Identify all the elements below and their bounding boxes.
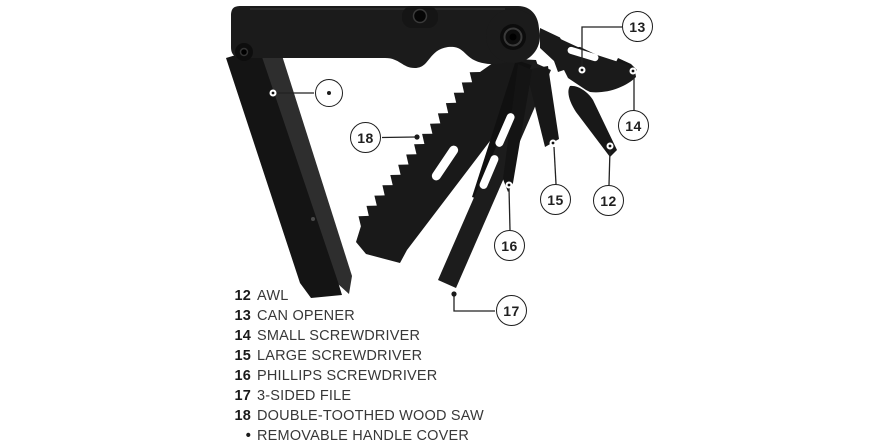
legend-label: SMALL SCREWDRIVER	[257, 328, 421, 344]
legend-number: 18	[234, 408, 251, 424]
leader-lines	[277, 26, 635, 312]
legend-row-file: 17 3-SIDED FILE	[225, 386, 484, 406]
callout-17: 17	[496, 295, 527, 326]
release-button-pin	[412, 8, 428, 24]
legend-row-can-opener: 13 CAN OPENER	[225, 306, 484, 326]
slot-cutouts	[431, 32, 599, 189]
callout-14: 14	[618, 110, 649, 141]
folding-handle	[226, 48, 342, 298]
legend-number: 15	[234, 348, 251, 364]
handle-rivet	[311, 217, 315, 221]
legend-row-small-screwdriver: 14 SMALL SCREWDRIVER	[225, 326, 484, 346]
callout-16: 16	[494, 230, 525, 261]
legend-number: 17	[234, 388, 251, 404]
parts-legend: 12 AWL 13 CAN OPENER 14 SMALL SCREWDRIVE…	[225, 286, 484, 446]
legend-label: PHILLIPS SCREWDRIVER	[257, 368, 438, 384]
folding-handle-layer	[259, 46, 352, 294]
callout-13: 13	[622, 11, 653, 42]
legend-label: DOUBLE-TOOTHED WOOD SAW	[257, 408, 484, 424]
leg-pivot-core	[239, 47, 249, 57]
legend-number: •	[245, 428, 251, 444]
callout-12: 12	[593, 185, 624, 216]
awl	[568, 85, 617, 157]
pivot-bolt-core	[509, 33, 517, 41]
phillips-screwdriver	[503, 64, 532, 192]
legend-number: 16	[234, 368, 251, 384]
anchor-dots	[269, 66, 637, 297]
legend-label: AWL	[257, 288, 289, 304]
legend-label: REMOVABLE HANDLE COVER	[257, 428, 470, 444]
legend-number: 12	[234, 288, 251, 304]
handle-bar	[231, 6, 539, 68]
handle-cover-marker-dot	[327, 91, 331, 95]
callout-15: 15	[540, 184, 571, 215]
legend-row-phillips-screwdriver: 16 PHILLIPS SCREWDRIVER	[225, 366, 484, 386]
pivot-bolt-ring	[503, 27, 523, 47]
legend-number: 13	[234, 308, 251, 324]
callout-handle-cover	[315, 79, 343, 107]
legend-row-wood-saw: 18 DOUBLE-TOOTHED WOOD SAW	[225, 406, 484, 426]
can-opener	[540, 28, 636, 93]
legend-label: 3-SIDED FILE	[257, 388, 352, 404]
legend-row-handle-cover: • REMOVABLE HANDLE COVER	[225, 426, 484, 446]
legend-label: LARGE SCREWDRIVER	[257, 348, 423, 364]
legend-row-large-screwdriver: 15 LARGE SCREWDRIVER	[225, 346, 484, 366]
legend-row-awl: 12 AWL	[225, 286, 484, 306]
legend-label: CAN OPENER	[257, 308, 355, 324]
large-screwdriver	[526, 66, 559, 147]
legend-number: 14	[234, 328, 251, 344]
callout-18: 18	[350, 122, 381, 153]
